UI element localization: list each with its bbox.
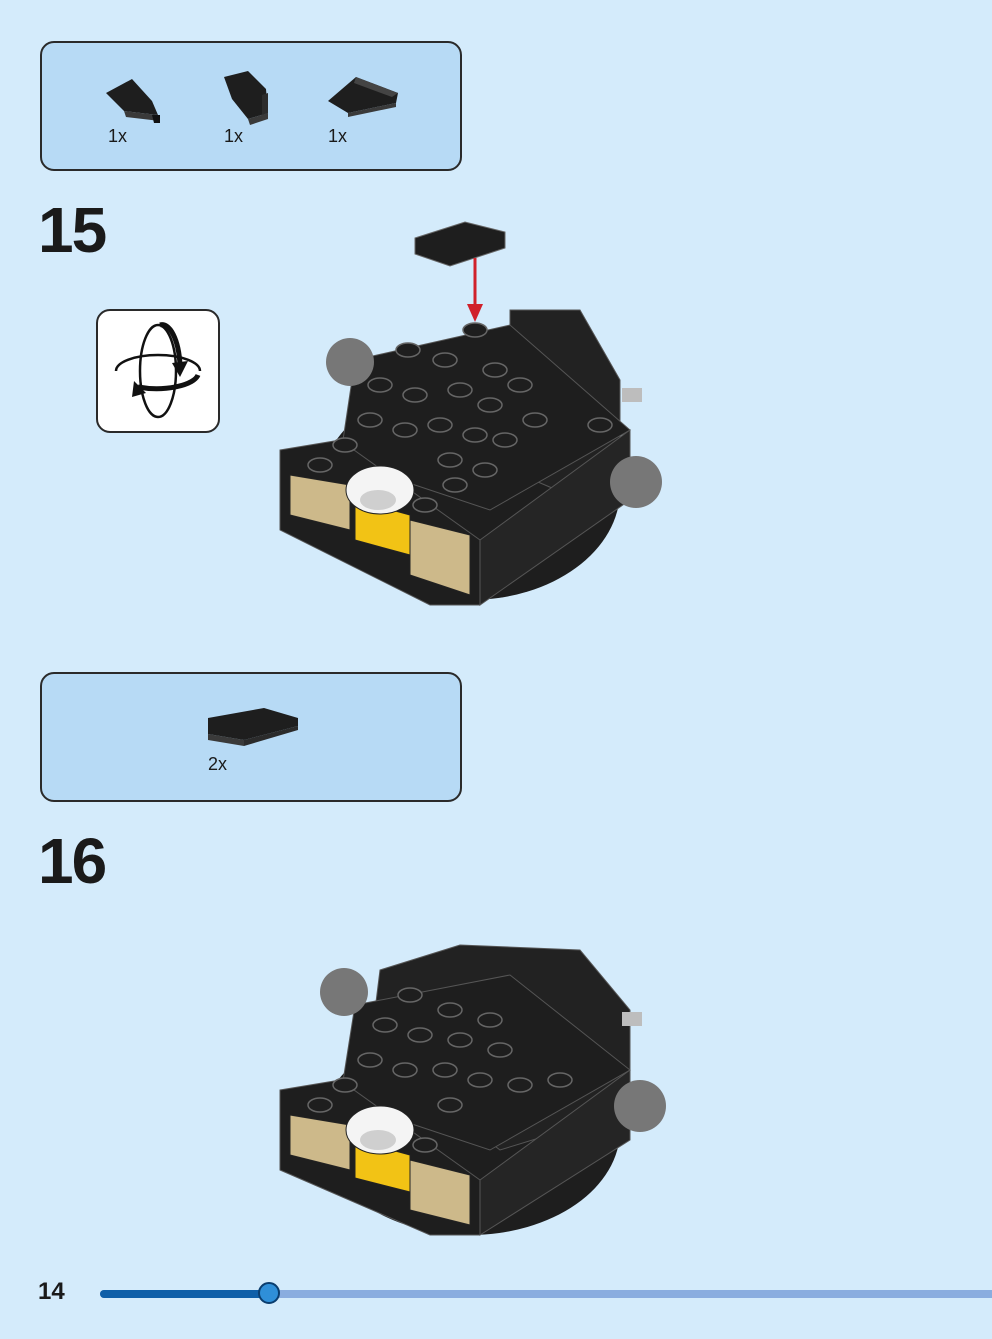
model-illustration-step-15 [260,210,680,615]
model-svg [279,221,662,606]
page-number: 14 [38,1278,65,1305]
part-item: 2x [204,704,314,804]
part-item: 1x [102,71,212,171]
model-svg [279,944,666,1236]
progress-fill [100,1290,270,1298]
part-quantity: 1x [108,126,128,146]
part-item: 1x [218,69,328,169]
step-number: 15 [38,194,107,266]
rotate-model-icon [114,322,202,419]
wedge-slope-icon [328,77,398,117]
rotate-callout [96,309,220,433]
part-quantity: 2x [208,754,228,774]
progress-bar [100,1282,992,1304]
part-item: 1x [326,71,436,171]
progress-marker [258,1282,281,1304]
curved-slope-tile-icon [208,708,298,746]
part-quantity: 1x [224,126,244,146]
step-number: 16 [38,825,107,897]
curved-wedge-left-icon [106,79,160,123]
part-quantity: 1x [328,126,348,146]
parts-list-step-15: 1x 1x 1x [40,41,462,171]
model-illustration-step-16 [260,930,680,1245]
parts-list-step-16: 2x [40,672,462,802]
curved-wedge-right-icon [224,71,268,125]
